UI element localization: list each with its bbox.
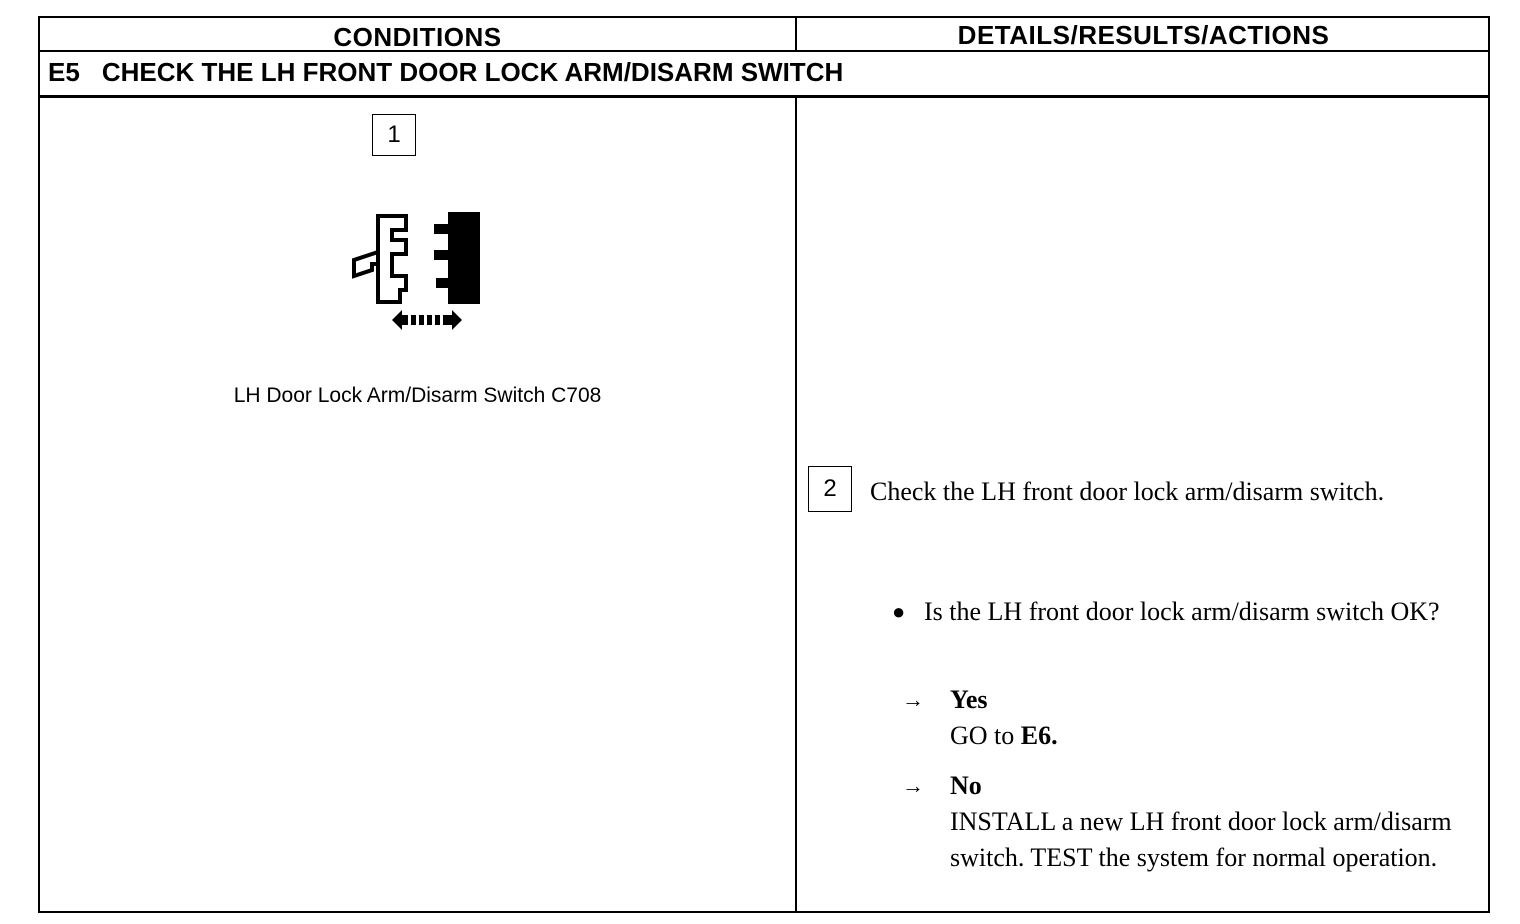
step-id: E5 xyxy=(48,57,80,87)
yes-action-target: E6. xyxy=(1020,721,1058,750)
table-header-row: CONDITIONS DETAILS/RESULTS/ACTIONS xyxy=(40,18,1488,52)
substep-1-box: 1 xyxy=(372,114,416,156)
details-header: DETAILS/RESULTS/ACTIONS xyxy=(957,20,1330,50)
step-title-row: E5 CHECK THE LH FRONT DOOR LOCK ARM/DISAR… xyxy=(40,52,1488,98)
question-item: ● Is the LH front door lock arm/disarm s… xyxy=(892,594,1462,630)
switch-caption: LH Door Lock Arm/Disarm Switch C708 xyxy=(233,384,602,407)
conditions-header: CONDITIONS xyxy=(333,22,502,52)
answer-no: → No INSTALL a new LH front door lock ar… xyxy=(902,768,1462,876)
yes-action: GO to E6. xyxy=(950,718,1462,754)
substep-2-box: 2 xyxy=(808,466,852,512)
right-arrow-icon: → xyxy=(902,687,924,712)
question-text: Is the LH front door lock arm/disarm swi… xyxy=(924,597,1440,626)
header-divider xyxy=(795,18,797,50)
right-arrow-icon: → xyxy=(902,773,924,798)
column-divider xyxy=(795,98,797,913)
answer-yes: → Yes GO to E6. xyxy=(902,682,1462,754)
no-label: No xyxy=(950,771,982,800)
bullet-icon: ● xyxy=(892,599,906,624)
diagnostic-table: CONDITIONS DETAILS/RESULTS/ACTIONS E5 CHE… xyxy=(38,16,1490,913)
no-action: INSTALL a new LH front door lock arm/dis… xyxy=(950,807,1452,872)
door-lock-switch-icon xyxy=(352,212,480,330)
instruction-text: Check the LH front door lock arm/disarm … xyxy=(870,477,1385,506)
yes-action-prefix: GO to xyxy=(950,721,1015,750)
yes-label: Yes xyxy=(950,685,988,714)
step-title: CHECK THE LH FRONT DOOR LOCK ARM/DISARM … xyxy=(101,57,844,87)
